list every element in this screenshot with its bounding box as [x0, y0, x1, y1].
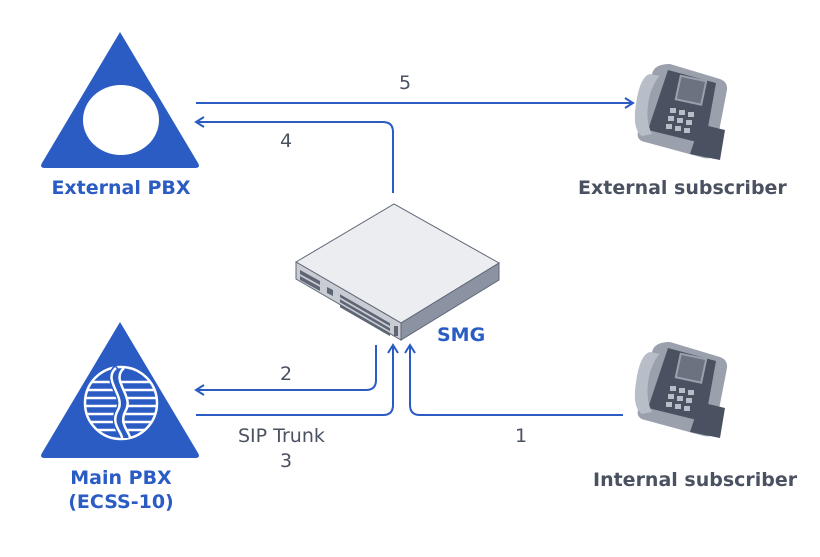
- external-pbx-icon: [41, 32, 199, 168]
- internal-subscriber-phone-icon: [634, 342, 728, 438]
- internal-subscriber-label: Internal subscriber: [593, 469, 798, 491]
- external-subscriber-phone-icon: [634, 64, 728, 160]
- main-pbx-sublabel: (ECSS-10): [68, 491, 174, 513]
- main-pbx-icon: [41, 322, 199, 458]
- main-pbx-label: Main PBX: [70, 467, 172, 489]
- smg-device-icon: [295, 203, 500, 341]
- step-1-label: 1: [515, 425, 528, 447]
- arrow-step-1: [404, 343, 623, 416]
- step-3-label: 3: [280, 450, 293, 472]
- step-4-label: 4: [280, 130, 293, 152]
- external-pbx-label: External PBX: [51, 177, 191, 199]
- arrow-step-3: [196, 343, 399, 416]
- ecss-logo-icon: [83, 364, 159, 441]
- external-subscriber-label: External subscriber: [578, 177, 787, 199]
- sip-trunk-label: SIP Trunk: [238, 425, 325, 447]
- smg-label: SMG: [437, 324, 486, 346]
- step-2-label: 2: [280, 363, 293, 385]
- arrow-step-2: [194, 345, 377, 396]
- arrow-step-4: [194, 116, 394, 193]
- step-5-label: 5: [399, 72, 412, 94]
